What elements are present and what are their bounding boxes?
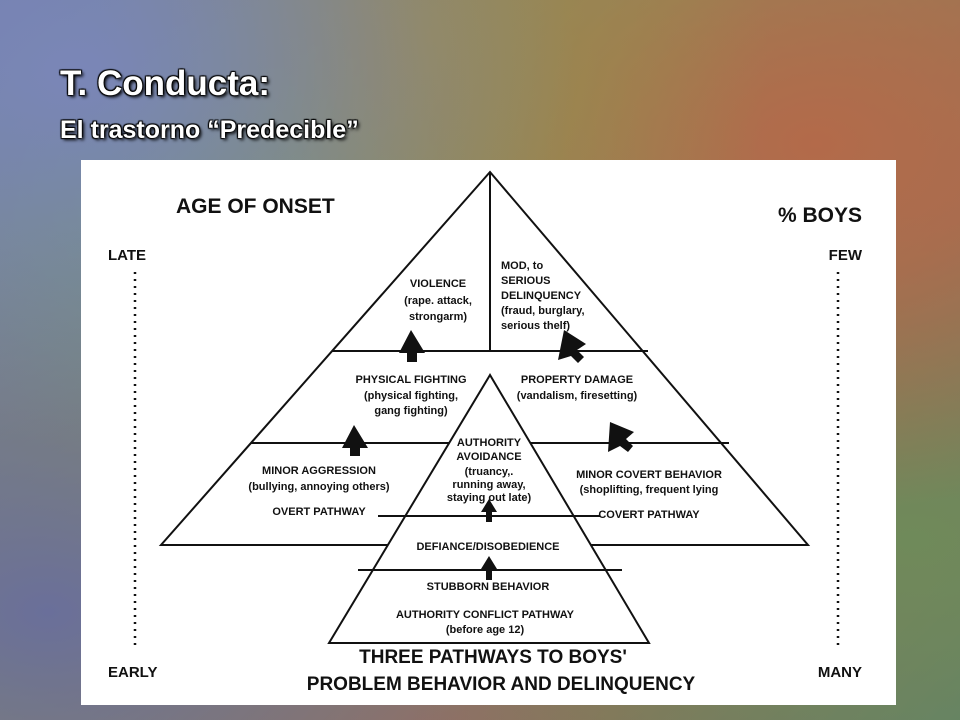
pathways-diagram-panel: AGE OF ONSET % BOYS LATE EARLY FEW MANY … bbox=[81, 160, 896, 705]
few-label: FEW bbox=[829, 247, 863, 264]
many-label: MANY bbox=[818, 664, 862, 681]
stubborn-behavior-label: STUBBORN BEHAVIOR bbox=[427, 581, 550, 593]
pathways-diagram: AGE OF ONSET % BOYS LATE EARLY FEW MANY … bbox=[108, 170, 863, 695]
physical-fighting-title: PHYSICAL FIGHTING bbox=[355, 374, 466, 386]
slide-title: T. Conducta: bbox=[60, 64, 270, 103]
authority-avoidance-title: AVOIDANCE bbox=[456, 451, 521, 463]
overt-pathway-label: OVERT PATHWAY bbox=[272, 506, 366, 518]
covert-pathway-label: COVERT PATHWAY bbox=[598, 509, 700, 521]
authority-avoidance-detail: staying out late) bbox=[447, 492, 532, 504]
arrow-up-icon bbox=[342, 425, 368, 456]
authority-conflict-age-label: (before age 12) bbox=[446, 624, 525, 636]
arrow-up-icon bbox=[481, 556, 497, 580]
diagram-caption-line-1: THREE PATHWAYS TO BOYS' bbox=[359, 647, 627, 668]
authority-avoidance-detail: running away, bbox=[452, 479, 525, 491]
minor-covert-detail: (shoplifting, frequent lying bbox=[580, 484, 719, 496]
late-label: LATE bbox=[108, 247, 146, 264]
minor-covert-title: MINOR COVERT BEHAVIOR bbox=[576, 469, 722, 481]
authority-avoidance-title: AUTHORITY bbox=[457, 437, 522, 449]
violence-detail: strongarm) bbox=[409, 311, 467, 323]
authority-conflict-pathway-label: AUTHORITY CONFLICT PATHWAY bbox=[396, 609, 575, 621]
minor-covert-block: MINOR COVERT BEHAVIOR (shoplifting, freq… bbox=[576, 469, 722, 521]
serious-delinquency-line: DELINQUENCY bbox=[501, 290, 582, 302]
physical-fighting-block: PHYSICAL FIGHTING (physical fighting, ga… bbox=[355, 374, 466, 417]
property-damage-title: PROPERTY DAMAGE bbox=[521, 374, 633, 386]
physical-fighting-detail: gang fighting) bbox=[374, 405, 448, 417]
arrow-up-icon bbox=[608, 422, 634, 452]
serious-delinquency-line: MOD, to bbox=[501, 260, 543, 272]
authority-avoidance-detail: (truancy,. bbox=[465, 466, 514, 478]
age-of-onset-header: AGE OF ONSET bbox=[176, 195, 335, 218]
serious-delinquency-block: MOD, to SERIOUS DELINQUENCY (fraud, burg… bbox=[501, 260, 585, 332]
physical-fighting-detail: (physical fighting, bbox=[364, 390, 458, 402]
arrow-up-icon bbox=[481, 499, 497, 522]
defiance-label: DEFIANCE/DISOBEDIENCE bbox=[416, 541, 559, 553]
minor-aggression-block: MINOR AGGRESSION (bullying, annoying oth… bbox=[248, 465, 390, 518]
violence-title: VIOLENCE bbox=[410, 278, 466, 290]
percent-boys-header: % BOYS bbox=[778, 204, 862, 227]
violence-detail: (rape. attack, bbox=[404, 295, 472, 307]
pathway-arrows bbox=[342, 330, 634, 580]
serious-delinquency-line: serious thelf) bbox=[501, 320, 570, 332]
early-label: EARLY bbox=[108, 664, 157, 681]
violence-block: VIOLENCE (rape. attack, strongarm) bbox=[404, 278, 472, 323]
serious-delinquency-line: (fraud, burglary, bbox=[501, 305, 585, 317]
arrow-up-icon bbox=[399, 330, 425, 362]
diagram-caption-line-2: PROBLEM BEHAVIOR AND DELINQUENCY bbox=[307, 674, 696, 695]
property-damage-detail: (vandalism, firesetting) bbox=[517, 390, 638, 402]
arrow-up-icon bbox=[558, 330, 586, 363]
minor-aggression-detail: (bullying, annoying others) bbox=[248, 481, 390, 493]
authority-avoidance-block: AUTHORITY AVOIDANCE (truancy,. running a… bbox=[447, 437, 532, 504]
minor-aggression-title: MINOR AGGRESSION bbox=[262, 465, 376, 477]
serious-delinquency-line: SERIOUS bbox=[501, 275, 551, 287]
slide-subtitle: El trastorno “Predecible” bbox=[60, 116, 359, 144]
property-damage-block: PROPERTY DAMAGE (vandalism, firesetting) bbox=[517, 374, 638, 402]
